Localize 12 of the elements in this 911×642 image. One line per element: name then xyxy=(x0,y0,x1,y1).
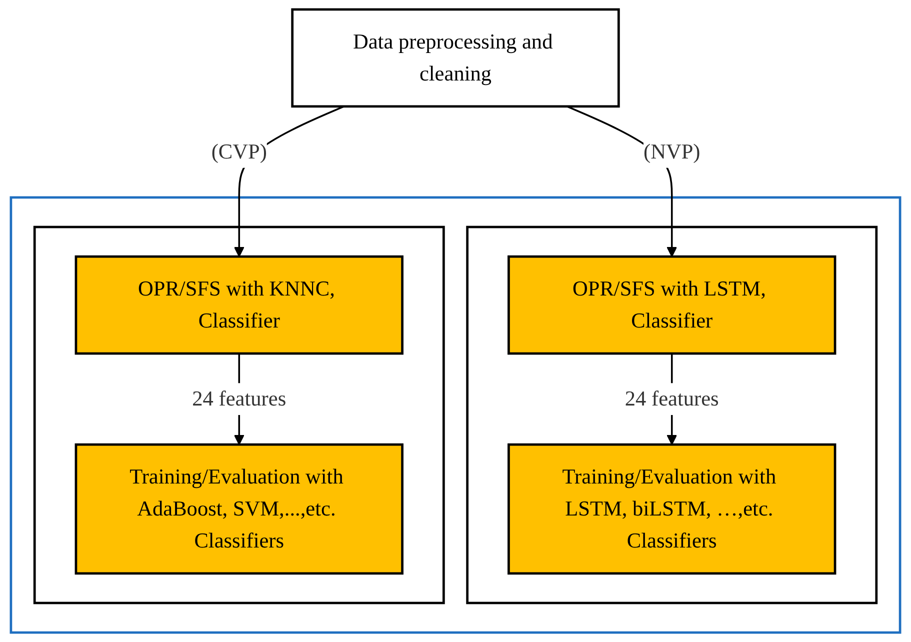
cluster xyxy=(33,226,445,604)
node-box: Training/Evaluation with LSTM, biLSTM, …,etc. Classifiers xyxy=(508,443,836,575)
cluster xyxy=(10,196,902,634)
node-box: OPR/SFS with KNNC, Classifier xyxy=(74,255,404,355)
node-box: Training/Evaluation with AdaBoost, SVM,...,etc. Classifiers xyxy=(74,443,404,575)
node-box: Data preprocessing and cleaning xyxy=(291,8,620,108)
node-box: OPR/SFS with LSTM, Classifier xyxy=(508,255,836,355)
edge-label: 24 features xyxy=(624,386,719,410)
edge-label: 24 features xyxy=(192,386,286,410)
edge-label: (NVP) xyxy=(643,140,700,164)
edge-label: (CVP) xyxy=(211,140,267,164)
cluster xyxy=(466,226,878,604)
